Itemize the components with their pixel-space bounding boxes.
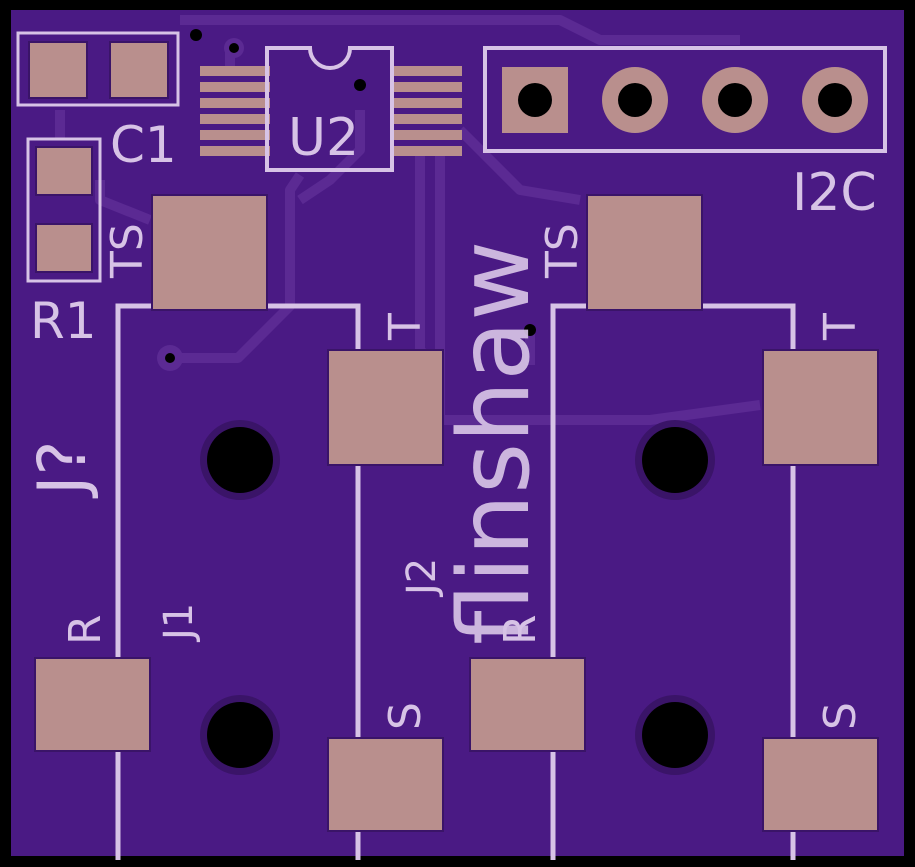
via xyxy=(524,324,536,336)
trace xyxy=(456,126,581,205)
i2c-pin-2-drill xyxy=(618,83,652,117)
r1-pad-2 xyxy=(35,223,93,273)
j1-r-label: R xyxy=(60,614,111,645)
i2c-label: I2C xyxy=(792,163,877,223)
via xyxy=(354,79,366,91)
i2c-pin-3-drill xyxy=(718,83,752,117)
c1-pad-1 xyxy=(28,41,88,99)
via xyxy=(190,29,202,41)
j1-jack: TS T R S J1 xyxy=(34,194,444,860)
u2-pins-left xyxy=(200,66,270,156)
r1-pad-1 xyxy=(35,146,93,196)
j2-r-label: R xyxy=(495,614,546,645)
i2c-pin-1-drill xyxy=(518,83,552,117)
u2-pins-right xyxy=(392,66,462,156)
i2c-header: I2C xyxy=(483,46,887,223)
u2-label: U2 xyxy=(288,108,359,168)
j1-t-label: T xyxy=(380,313,431,341)
j1-ts-label: TS xyxy=(102,223,153,279)
j2-pad-ts xyxy=(586,194,703,311)
c1-label: C1 xyxy=(110,116,177,174)
j1-pad-t xyxy=(327,349,444,466)
j2-s-label: S xyxy=(815,702,866,730)
c1-outline xyxy=(16,31,180,107)
j2-jack: TS T R S J2 xyxy=(399,194,879,860)
j2-pad-s xyxy=(762,737,879,832)
i2c-header-outline xyxy=(483,46,887,153)
j2-pad-t xyxy=(762,349,879,466)
j2-label: J2 xyxy=(399,558,445,598)
vias xyxy=(157,29,536,371)
j1-hole-top xyxy=(207,427,273,493)
u2-outline xyxy=(265,46,394,172)
via xyxy=(229,43,239,53)
j2-t-label: T xyxy=(815,313,866,341)
i2c-pin-4-drill xyxy=(818,83,852,117)
j2-pad-r xyxy=(469,657,586,752)
j1-pad-ts xyxy=(151,194,268,311)
r1-outline xyxy=(26,137,102,283)
j1-pad-s xyxy=(327,737,444,832)
j-unknown-label: J? xyxy=(24,441,101,500)
c1-capacitor: C1 xyxy=(16,31,180,174)
j1-s-label: S xyxy=(380,702,431,730)
trace xyxy=(297,110,365,205)
trace xyxy=(180,15,740,45)
j2-ts-label: TS xyxy=(537,223,588,279)
j2-hole-top xyxy=(642,427,708,493)
j2-hole-bottom xyxy=(642,702,708,768)
r1-label: R1 xyxy=(30,292,97,350)
j1-pad-r xyxy=(34,657,151,752)
j1-hole-bottom xyxy=(207,702,273,768)
r1-resistor: R1 xyxy=(26,137,102,350)
flinshaw-logo: flinshaw xyxy=(438,241,552,645)
trace xyxy=(435,155,761,425)
c1-pad-2 xyxy=(109,41,169,99)
via xyxy=(165,353,175,363)
j1-label: J1 xyxy=(156,603,202,643)
u2-ic: U2 xyxy=(200,46,462,172)
